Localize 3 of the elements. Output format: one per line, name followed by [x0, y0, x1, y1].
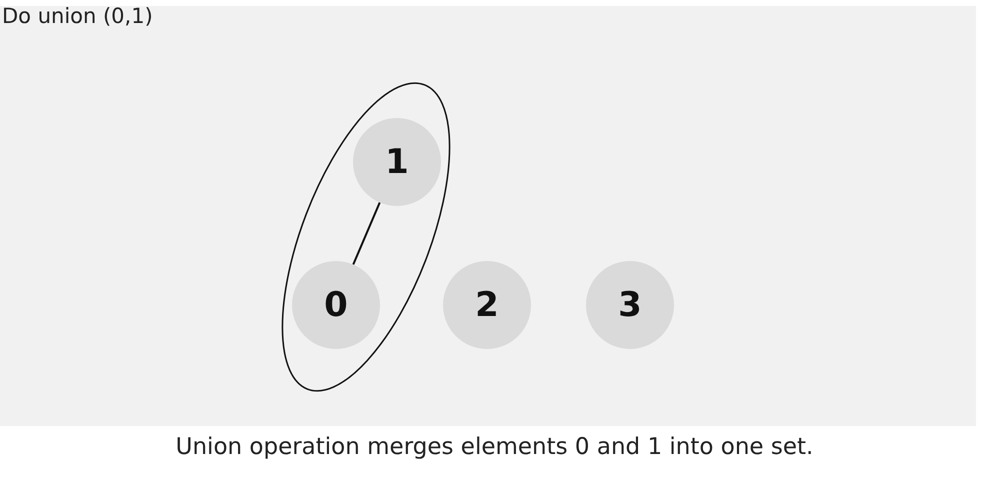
connector-line [352, 202, 381, 265]
title: Do union (0,1) [2, 4, 153, 28]
caption: Union operation merges elements 0 and 1 into one set. [174, 434, 814, 460]
